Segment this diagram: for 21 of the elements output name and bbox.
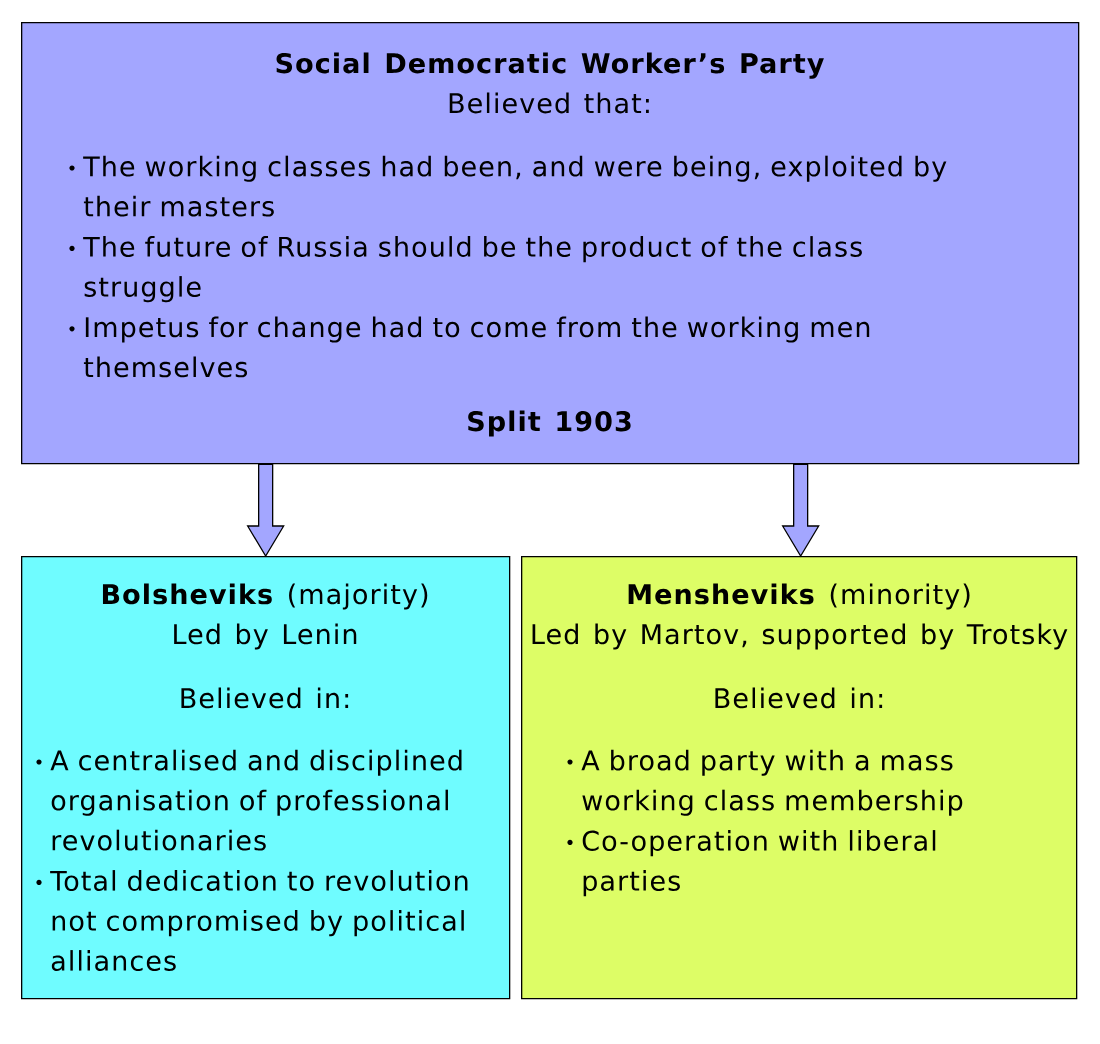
bullet-text: The working classes had been, and were being, exploited by their masters <box>83 155 947 217</box>
box-heading: Mensheviks (minority) <box>628 583 970 610</box>
subheading: Believed in: <box>715 687 883 709</box>
bullet-text: A broad party with a mass working class membership <box>581 749 963 816</box>
bullet-text: Impetus for change had to come from the working men themselves <box>83 316 870 378</box>
bullet-text: The future of Russia should be the product of the class struggle <box>83 236 862 303</box>
subheading: Believed in: <box>181 687 349 709</box>
box-heading: Social Democratic Worker’s Party <box>276 52 824 79</box>
subheading: Led by Lenin <box>174 623 357 650</box>
info-box <box>21 556 511 1000</box>
bullet-text: Total dedication to revolution not compromised by political alliances <box>50 870 468 971</box>
block-arrow <box>781 463 820 558</box>
subheading: Led by Martov, supported by Trotsky <box>532 623 1068 650</box>
bullet-text: Co-operation with liberal parties <box>582 830 936 897</box>
bullet-text: A centralised and disciplined organisation of professional revolutionaries <box>50 749 462 851</box>
info-box <box>21 22 1080 465</box>
box-heading: Bolsheviks (majority) <box>102 583 428 610</box>
subheading: Believed that: <box>449 92 649 114</box>
info-box <box>521 556 1078 1000</box>
split-label: Split 1903 <box>468 410 631 437</box>
block-arrow <box>246 463 285 558</box>
